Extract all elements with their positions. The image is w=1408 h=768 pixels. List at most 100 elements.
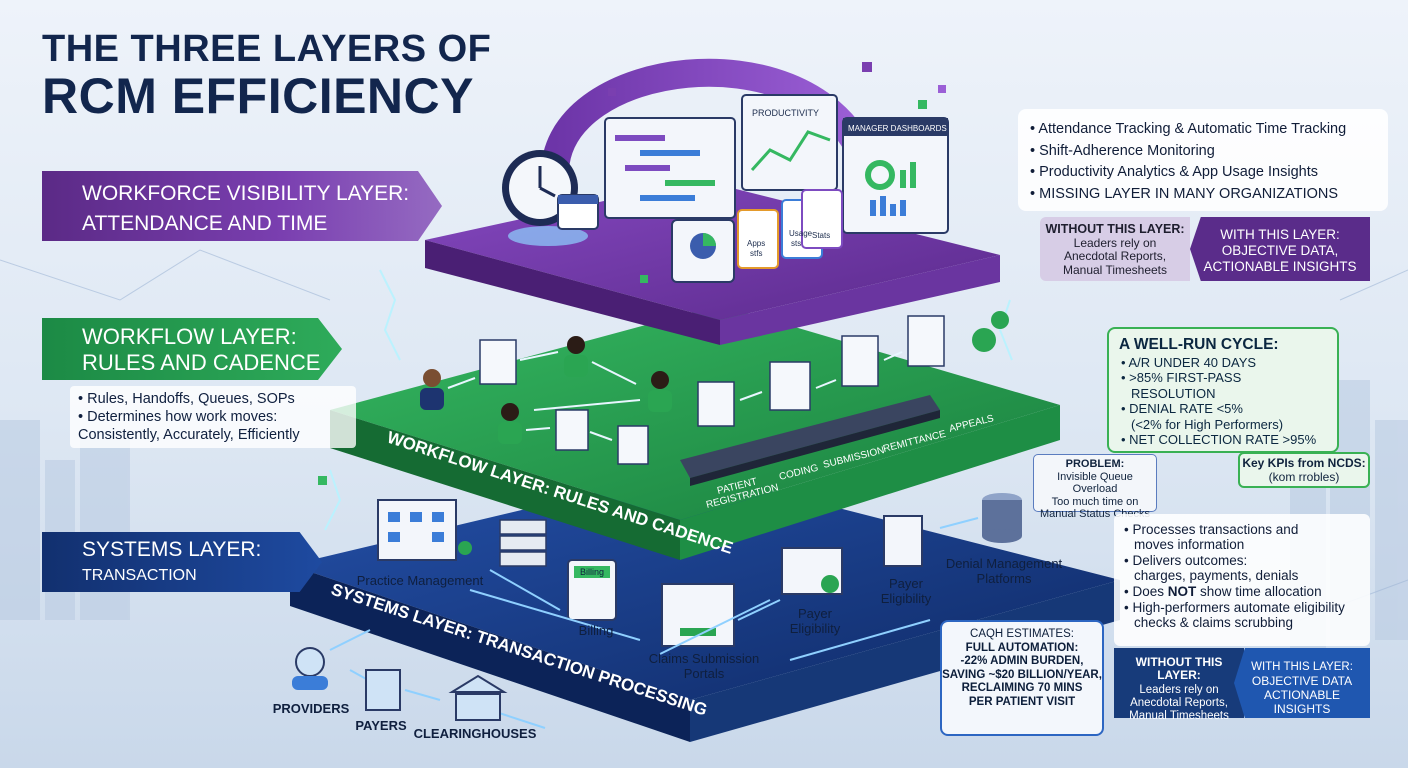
systems-banner-line1: SYSTEMS LAYER:: [82, 538, 262, 561]
payer-eligibility-label-a: Payer Eligibility: [775, 606, 855, 636]
visibility-bullet-3: Productivity Analytics & App Usage Insig…: [1030, 162, 1378, 184]
database-icon: [982, 493, 1022, 543]
payer-building-icon: [365, 669, 401, 711]
visibility-bullet-4: MISSING LAYER IN MANY ORGANIZATIONS: [1030, 184, 1378, 206]
caqh-callout: CAQH ESTIMATES: FULL AUTOMATION: -22% AD…: [940, 620, 1104, 736]
systems-bullet-1a: Processes transactions and: [1132, 522, 1299, 537]
problem-l2: Too much time on: [1051, 495, 1139, 508]
caqh-l3: -22% ADMIN BURDEN,: [960, 655, 1084, 667]
floating-cubes: [318, 62, 946, 485]
claims-submission-label: Claims Submission Portals: [638, 651, 770, 681]
clearinghouses-label: CLEARINGHOUSES: [413, 726, 537, 741]
visibility-without-box: WITHOUT THIS LAYER: Leaders rely on Anec…: [1040, 217, 1190, 281]
systems-bullet-2b: charges, payments, denials: [1134, 568, 1299, 583]
denial-l2: Platforms: [976, 570, 1032, 586]
visibility-without-l3: Manual Timesheets: [1062, 262, 1168, 277]
systems-bullet-4a: High-performers automate eligibility: [1132, 600, 1345, 615]
caqh-l6: PER PATIENT VISIT: [968, 695, 1076, 708]
payer-eligibility-label-b: Payer Eligibility: [866, 576, 946, 606]
kpi-source-callout: Key KPIs from NCDS: (kom rrobles): [1238, 452, 1370, 488]
claims-portal-icon: [661, 583, 735, 647]
workflow-documents: [479, 315, 945, 465]
visibility-banner-line1: WORKFORCE VISIBILITY LAYER:: [82, 182, 410, 205]
billing-screen-label: Billing: [580, 567, 604, 577]
systems-bullet-1b: moves information: [1134, 537, 1245, 552]
building-icon: [377, 499, 472, 561]
problem-callout: PROBLEM: Invisible Queue Overload Too mu…: [1033, 454, 1157, 520]
claims-label-l1: Claims Submission: [648, 651, 760, 666]
kpi-title: Key KPIs from NCDS:: [1242, 456, 1366, 470]
dashboards-screen: [842, 117, 949, 234]
visibility-bullet-1: Attendance Tracking & Automatic Time Tra…: [1030, 119, 1378, 141]
systems-without-title: WITHOUT THIS LAYER:: [1135, 655, 1223, 682]
cycle-title: A WELL-RUN CYCLE:: [1119, 336, 1279, 353]
payers-label: PAYERS: [355, 718, 407, 733]
well-run-cycle-callout: A WELL-RUN CYCLE: A/R UNDER 40 DAYS >85%…: [1107, 327, 1339, 453]
caqh-l2: FULL AUTOMATION:: [965, 641, 1079, 654]
visibility-with-title: WITH THIS LAYER:: [1220, 227, 1340, 242]
provider-icon: [292, 647, 328, 690]
systems-bullet-3c: show time allocation: [1196, 584, 1322, 599]
systems-bullet-2a: Delivers outcomes:: [1132, 553, 1248, 568]
title-line2: RCM EFFICIENCY: [42, 67, 474, 124]
workflow-banner: WORKFLOW LAYER: RULES AND CADENCE: [42, 318, 342, 380]
visibility-without-title: WITHOUT THIS LAYER:: [1045, 222, 1185, 236]
systems-bullet-3a: Does: [1132, 584, 1168, 599]
apps-cards: [737, 189, 843, 269]
title-line1: THE THREE LAYERS OF: [42, 28, 492, 70]
calendar-icon: [557, 194, 599, 230]
practice-management-label: Practice Management: [356, 573, 484, 588]
caqh-l4: SAVING ~$20 BILLION/YEAR,: [942, 668, 1102, 681]
cycle-item-1: A/R UNDER 40 DAYS: [1119, 355, 1327, 371]
energy-bolts: [324, 269, 1013, 531]
checklist-icon: [883, 515, 923, 567]
timeline-screen: [604, 117, 736, 219]
claims-label-l2: Portals: [683, 665, 725, 681]
systems-banner-line2: TRANSACTION PROCESSING: [82, 567, 197, 610]
workflow-arrows: [447, 351, 903, 441]
productivity-screen: [741, 94, 838, 191]
payer-a-l2: Eligibility: [789, 620, 841, 636]
systems-with-l1: OBJECTIVE DATA: [1251, 674, 1353, 688]
clearinghouse-icon: [448, 674, 508, 721]
workflow-people: [420, 336, 672, 444]
systems-bullet-2: Delivers outcomes:charges, payments, den…: [1122, 553, 1362, 583]
visibility-without-l1: Leaders rely on: [1073, 235, 1157, 250]
systems-with-box: WITH THIS LAYER: OBJECTIVE DATA ACTIONAB…: [1234, 648, 1370, 718]
cycle-item-3-sub: (<2% for High Performers): [1131, 416, 1284, 432]
main-title: THE THREE LAYERS OF RCM EFFICIENCY: [42, 28, 492, 124]
workflow-bullets: Rules, Handoffs, Queues, SOPs Determines…: [70, 386, 356, 448]
visibility-bullets: Attendance Tracking & Automatic Time Tra…: [1018, 109, 1388, 211]
apps-label: Apps: [747, 239, 765, 248]
usage-sub-label: sts: [791, 239, 801, 248]
workflow-banner-line1: WORKFLOW LAYER:: [82, 324, 297, 349]
visibility-with-l2: ACTIONABLE INSIGHTS: [1203, 259, 1357, 274]
usage-label: Usage: [789, 229, 813, 238]
systems-bullet-4b: checks & claims scrubbing: [1134, 615, 1294, 630]
conveyor-belt: [680, 395, 940, 486]
providers-label: PROVIDERS: [272, 701, 350, 716]
visibility-without-l2: Anecdotal Reports,: [1063, 249, 1167, 263]
billing-label: Billing: [578, 623, 614, 638]
visibility-bullet-2: Shift-Adherence Monitoring: [1030, 141, 1378, 163]
kpi-sub: (kom rrobles): [1268, 470, 1340, 484]
denial-l1: Denial Management: [945, 556, 1063, 571]
payer-b-l1: Payer: [889, 576, 923, 591]
workflow-bullet-2-cont: Consistently, Accurately, Efficiently: [78, 427, 300, 443]
visibility-banner: WORKFORCE VISIBILITY LAYER: ATTENDANCE A…: [42, 171, 442, 241]
cycle-item-3: DENIAL RATE <5%: [1119, 401, 1327, 417]
systems-without-l3: Manual Timesheets: [1129, 710, 1229, 722]
pie-card: [671, 219, 735, 283]
visibility-banner-line2: ATTENDANCE AND TIME MONITORING: [82, 212, 328, 265]
denial-management-label: Denial Management Platforms: [936, 556, 1072, 586]
problem-l1: Invisible Queue Overload: [1057, 470, 1133, 496]
apps-sub-label: stfs: [750, 249, 762, 258]
cycle-item-2: >85% FIRST-PASS RESOLUTION: [1119, 370, 1327, 401]
workflow-banner-line2: RULES AND CADENCE: [82, 350, 321, 375]
systems-without-box: WITHOUT THIS LAYER: Leaders rely on Anec…: [1114, 648, 1244, 722]
visibility-with-l1: OBJECTIVE DATA,: [1221, 243, 1339, 258]
server-icon: [499, 519, 547, 567]
workflow-bullet-2: Determines how work moves:: [78, 408, 348, 426]
systems-bullet-4: High-performers automate eligibilitychec…: [1122, 600, 1362, 630]
